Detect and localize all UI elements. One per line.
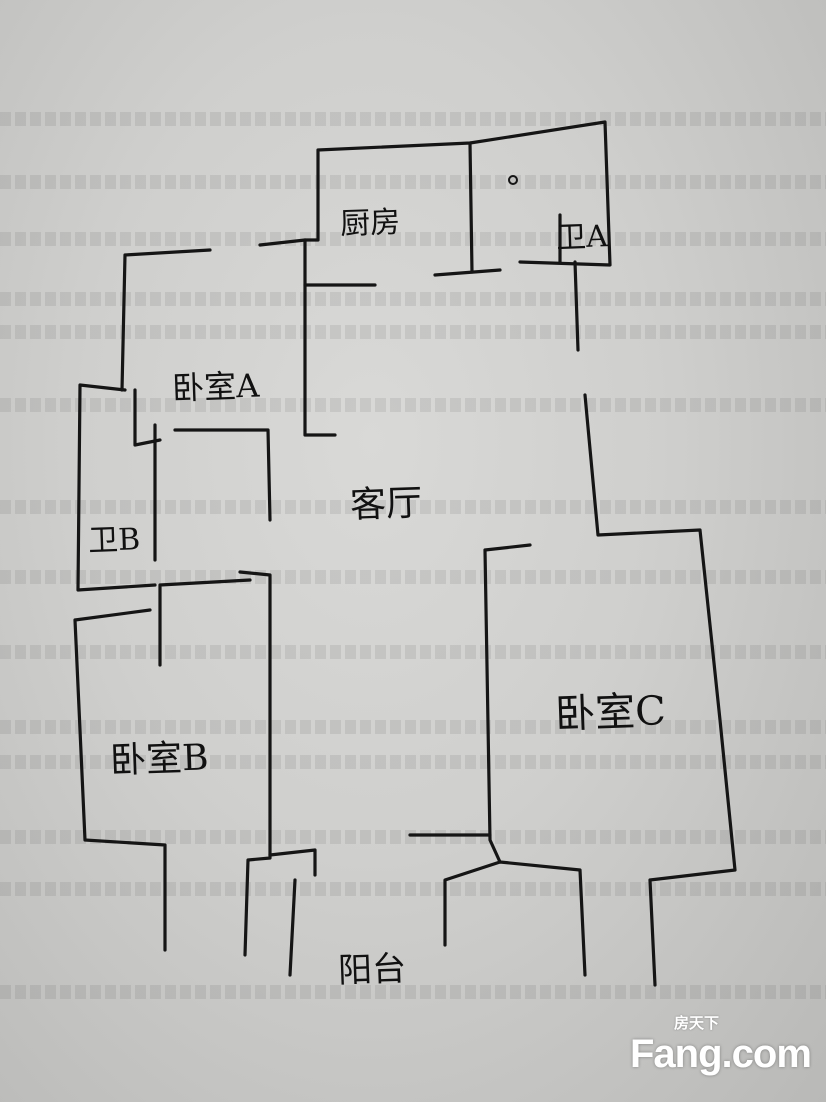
balcony-right-wall [443, 860, 587, 977]
kitchen-divider [468, 141, 474, 274]
room-label-bathroom-a: 卫A [555, 219, 609, 256]
bathroom-a-wall [573, 260, 580, 352]
room-label-bedroom-a: 卧室A [171, 366, 260, 408]
room-label-kitchen: 厨房 [339, 204, 401, 243]
room-label-balcony: 阳台 [337, 948, 407, 992]
room-label-bathroom-b: 卫B [87, 522, 141, 559]
bedroom-b-wall [158, 578, 252, 667]
bedroom-b-wall [73, 608, 167, 952]
bedroom-a-wall [258, 238, 337, 437]
balcony-wall [268, 848, 317, 877]
bedroom-a-wall [120, 248, 212, 392]
kitchen-bottom-wall [433, 268, 502, 277]
drain-icon [508, 175, 518, 185]
fang-watermark-logo: 房天下 Fang.com [630, 1014, 812, 1076]
room-label-bedroom-c: 卧室C [554, 688, 667, 738]
bedroom-a-wall [173, 428, 272, 522]
bedroom-c-wall [583, 393, 737, 987]
room-label-living-room: 客厅 [349, 482, 423, 527]
watermark-en: Fang.com [630, 1032, 812, 1076]
watermark-cn: 房天下 [674, 1014, 720, 1032]
balcony-wall [288, 878, 297, 977]
bedroom-a-wall [133, 388, 162, 447]
room-label-bedroom-b: 卧室B [109, 737, 210, 782]
bedroom-b-wall [238, 570, 272, 957]
bedroom-c-wall [483, 543, 532, 864]
bathroom-b-wall [76, 383, 157, 592]
